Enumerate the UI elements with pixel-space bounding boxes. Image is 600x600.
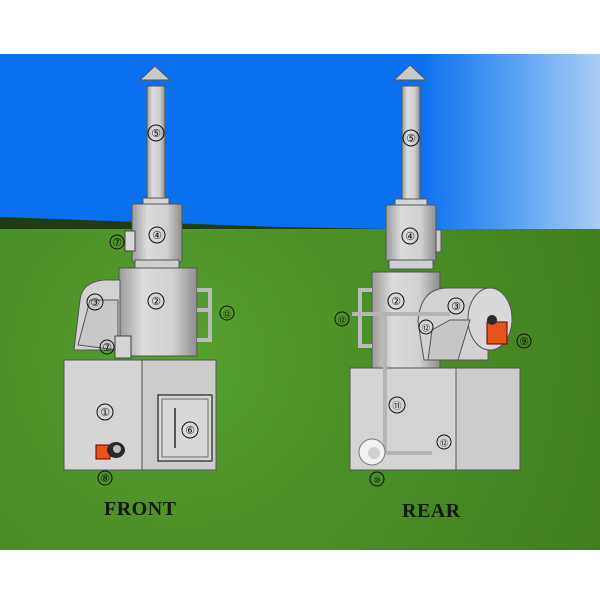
callout-12b: ⑫ — [422, 324, 430, 333]
chimney-cap-icon — [138, 65, 172, 81]
rear-view: ⑤ ④ ② ⑫ ③ ⑫ ⑨ ⑪ ⑫ ⑩ — [334, 64, 532, 487]
callout-7: ⑦ — [112, 236, 122, 249]
callout-12a: ⑫ — [338, 316, 346, 325]
callout-12: ⑫ — [223, 310, 231, 319]
callout-6: ⑥ — [185, 424, 195, 437]
callout-3: ③ — [451, 300, 461, 313]
chimney — [146, 85, 166, 201]
loading-door — [157, 394, 213, 462]
rear-callouts: ⑤ ④ ② ⑫ ③ ⑫ ⑨ ⑪ ⑫ ⑩ — [334, 129, 532, 487]
callout-3: ③ — [90, 296, 100, 309]
callout-4: ④ — [405, 230, 415, 243]
callout-4: ④ — [152, 229, 162, 242]
callout-2: ② — [391, 295, 401, 308]
callout-2: ② — [151, 295, 161, 308]
front-callouts: ⑤ ④ ⑦ ③ ② ⑫ ⑦ ① ⑥ ⑧ — [86, 124, 235, 486]
burner-icon — [486, 315, 508, 345]
callout-11: ⑪ — [392, 401, 401, 412]
sky-background — [0, 54, 600, 229]
callout-10: ⑩ — [373, 476, 380, 485]
chimney-cap-icon — [392, 64, 428, 81]
primary-chamber — [118, 267, 198, 357]
front-view-label: FRONT — [104, 498, 177, 520]
callout-12c: ⑫ — [440, 439, 448, 448]
callout-9: ⑨ — [519, 335, 529, 348]
front-view: ⑤ ④ ⑦ ③ ② ⑫ ⑦ ① ⑥ ⑧ — [63, 65, 235, 486]
callout-7b: ⑦ — [102, 341, 112, 354]
callout-8: ⑧ — [100, 472, 110, 485]
callout-1: ① — [100, 406, 110, 419]
callout-5: ⑤ — [406, 132, 416, 145]
burner-icon — [95, 442, 125, 460]
callout-5: ⑤ — [151, 127, 161, 140]
rear-view-label: REAR — [402, 500, 461, 522]
base-right-panel — [455, 367, 521, 471]
blower-fan-icon — [358, 438, 386, 466]
